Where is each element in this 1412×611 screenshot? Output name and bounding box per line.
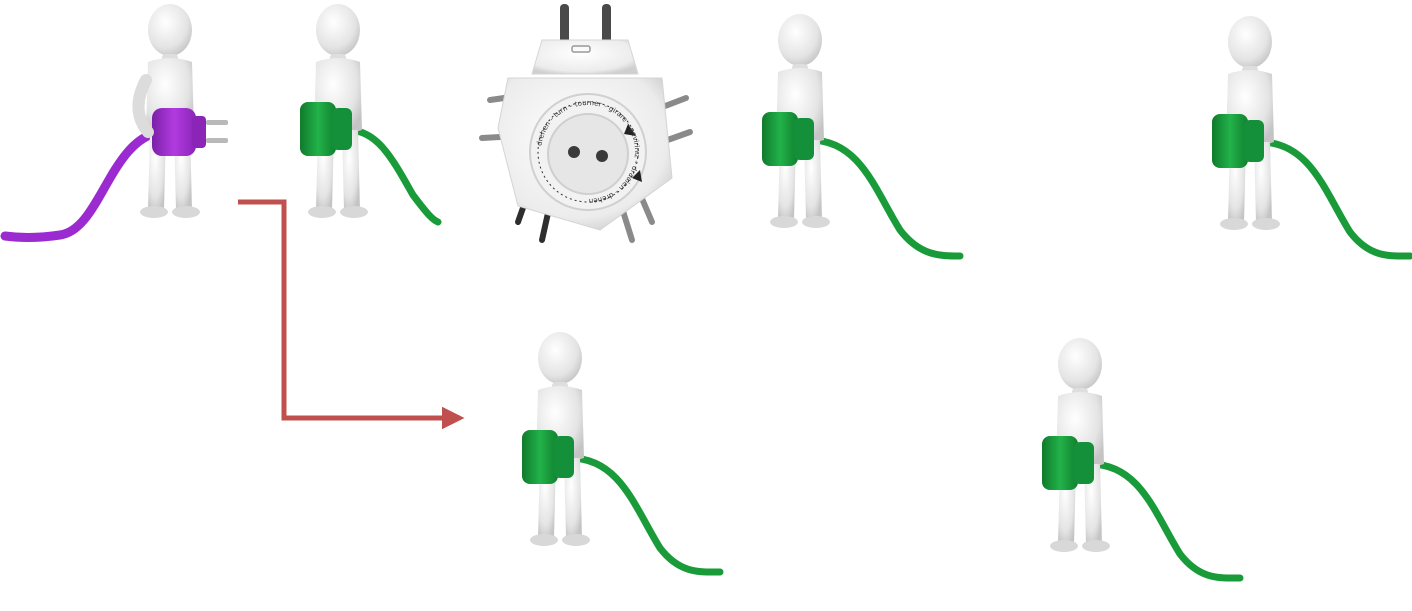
green-cable: [566, 454, 724, 576]
figure-green-socket-4: [522, 332, 724, 576]
green-cable: [1256, 138, 1412, 260]
figure-green-socket-5: [1042, 338, 1244, 582]
green-socket-icon: [522, 430, 574, 484]
figure-green-socket-1: [300, 4, 442, 226]
green-socket-icon: [1042, 436, 1094, 490]
green-cable: [1086, 460, 1244, 582]
green-cable: [344, 126, 442, 226]
figure-green-socket-3: [1212, 16, 1412, 260]
figure-green-socket-2: [762, 14, 964, 260]
purple-cable: [0, 127, 165, 242]
green-cable: [806, 136, 964, 260]
adapter-pin-top-left: [560, 4, 569, 44]
purple-plug-icon: [152, 108, 228, 156]
green-socket-icon: [762, 112, 814, 166]
green-socket-icon: [1212, 114, 1264, 168]
connector-arrow: [238, 199, 465, 430]
green-socket-icon: [300, 102, 352, 156]
adapter-pin-top-right: [602, 4, 611, 44]
travel-adapter: [479, 4, 693, 243]
figure-purple-plug: [0, 4, 228, 242]
adapter-socket-face: [547, 113, 629, 195]
